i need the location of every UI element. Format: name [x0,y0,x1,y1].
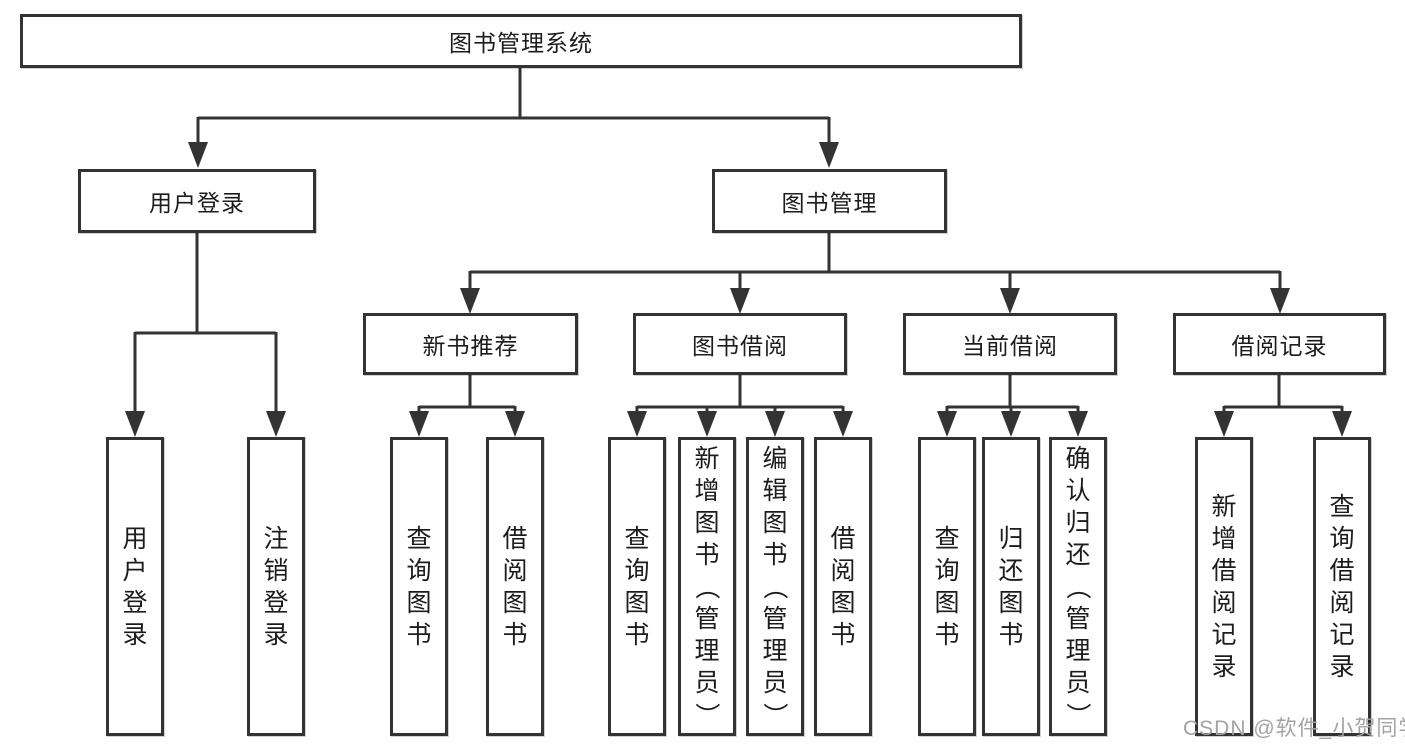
node-label: 归还图书 [998,524,1024,649]
node-book-borrow: 图书借阅 [633,313,847,375]
node-new-book-recommend: 新书推荐 [363,313,578,375]
leaf-add-book-admin: 新增图书（管理员） [678,437,736,736]
node-label: 借阅图书 [502,524,528,649]
node-label: 借阅记录 [1231,333,1328,359]
node-label: 图书借阅 [692,333,788,359]
node-label: 当前借阅 [962,333,1058,359]
node-label: 用户登录 [122,524,148,649]
node-label: 注销登录 [263,524,289,649]
leaf-query-borrow-record: 查询借阅记录 [1313,437,1371,736]
leaf-add-borrow-record: 新增借阅记录 [1195,437,1253,736]
leaf-borrow-books-recommend: 借阅图书 [486,437,544,736]
leaf-return-book: 归还图书 [982,437,1040,736]
node-label: 图书管理系统 [449,30,593,56]
node-label: 查询图书 [624,524,650,649]
node-label: 新增借阅记录 [1211,492,1237,681]
node-label: 查询图书 [406,524,432,649]
node-root: 图书管理系统 [20,14,1022,68]
node-label: 图书管理 [781,190,878,216]
arrowhead-icon [125,142,1352,437]
node-label: 新增图书（管理员） [692,444,721,728]
leaf-user-login: 用户登录 [106,437,164,736]
node-label: 用户登录 [149,190,245,216]
leaf-query-books-borrow: 查询图书 [608,437,666,736]
node-label: 借阅图书 [830,524,856,649]
leaf-logout: 注销登录 [247,437,305,736]
node-user-login: 用户登录 [78,169,316,233]
node-label: 查询图书 [934,524,960,649]
leaf-query-books-current: 查询图书 [918,437,976,736]
node-borrow-records: 借阅记录 [1173,313,1386,375]
node-label: 编辑图书（管理员） [760,444,789,728]
leaf-edit-book-admin: 编辑图书（管理员） [746,437,804,736]
watermark: CSDN @软件_小贺同学 [1183,717,1405,740]
node-book-management: 图书管理 [712,169,947,233]
leaf-borrow-books-borrow: 借阅图书 [814,437,872,736]
node-label: 查询借阅记录 [1329,492,1355,681]
node-label: 新书推荐 [422,333,519,359]
leaf-query-books-recommend: 查询图书 [390,437,448,736]
node-label: 确认归还（管理员） [1063,444,1092,728]
leaf-confirm-return-admin: 确认归还（管理员） [1049,437,1107,736]
node-current-borrow: 当前借阅 [903,313,1117,375]
